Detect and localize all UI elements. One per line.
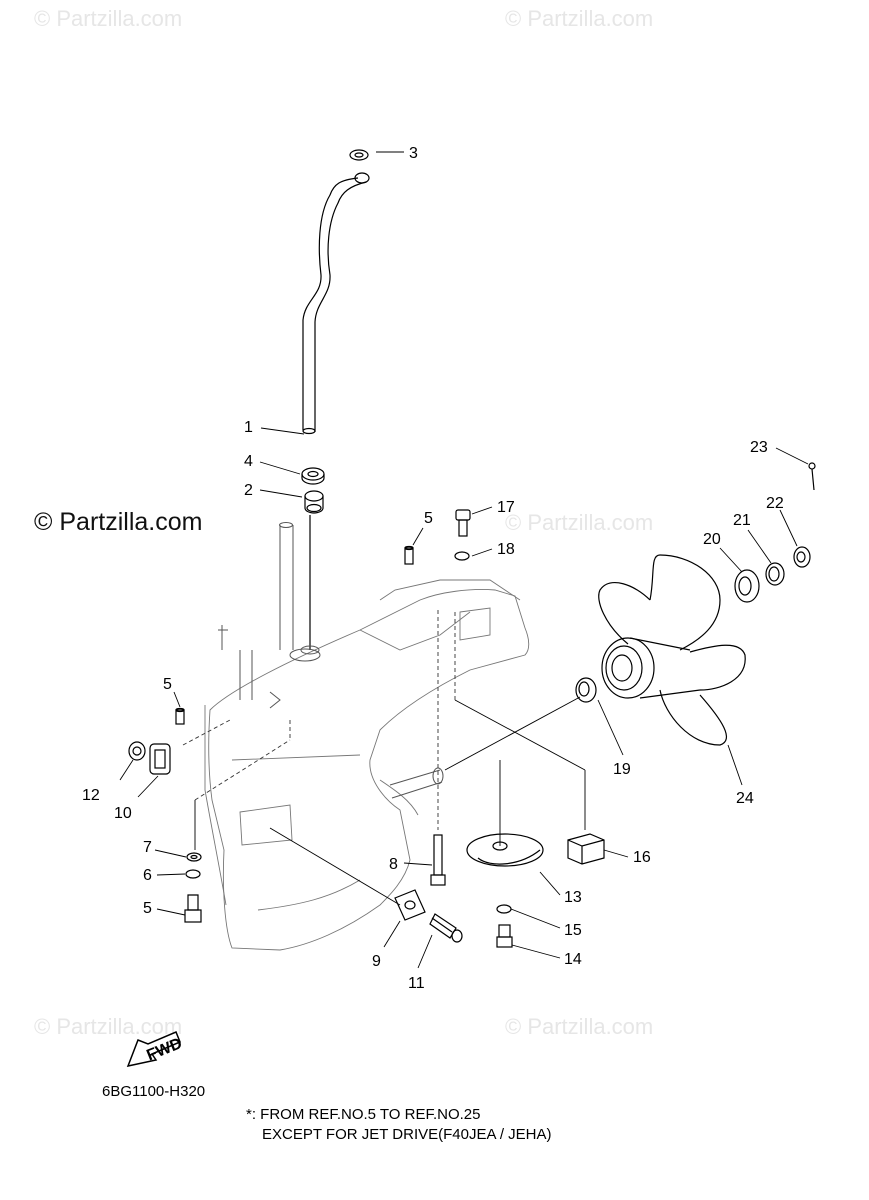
part-15-bolt	[496, 924, 513, 948]
part-11-grommet	[149, 743, 171, 775]
callout-6: 5	[143, 900, 152, 917]
propeller-shaft	[389, 767, 444, 799]
part-22-washer	[765, 562, 785, 586]
callout-14: 13	[564, 889, 582, 906]
callout-23: 22	[766, 495, 784, 512]
note-line-1: *: FROM REF.NO.5 TO REF.NO.25	[246, 1106, 481, 1123]
part-9-bolt	[430, 834, 446, 886]
part-18-bolt	[455, 509, 471, 537]
callout-1: 1	[244, 419, 253, 436]
callout-21: 20	[703, 531, 721, 548]
part-10-grommet	[394, 889, 426, 921]
callout-8: 7	[143, 839, 152, 856]
part-24-cotter-pin	[808, 462, 816, 491]
callout-18: 17	[497, 499, 515, 516]
part-4-grommet	[301, 467, 325, 485]
note-line-2: EXCEPT FOR JET DRIVE(F40JEA / JEHA)	[262, 1126, 552, 1143]
watermark-top-right: © Partzilla.com	[505, 6, 654, 31]
callout-4: 4	[244, 453, 253, 470]
watermark-top-left: © Partzilla.com	[34, 6, 183, 31]
part-8-washer	[186, 852, 202, 862]
callout-2: 2	[244, 482, 253, 499]
callout-3: 3	[409, 145, 418, 162]
part-6-bolt	[184, 894, 202, 923]
part-21-spacer	[734, 569, 760, 603]
part-5-dowel-left	[175, 707, 185, 725]
fwd-label: FWD	[144, 1035, 184, 1064]
drive-shaft	[218, 522, 321, 709]
callout-22: 21	[733, 512, 751, 529]
callout-7: 6	[143, 867, 152, 884]
part-14-trim-tab	[466, 833, 544, 867]
part-12-screw	[429, 913, 463, 943]
part-23-nut	[793, 546, 811, 568]
callout-20: 19	[613, 761, 631, 778]
callout-13: 12	[82, 787, 100, 804]
watermark-dark-left: © Partzilla.com	[34, 508, 203, 536]
part-19-washer	[454, 551, 470, 561]
callout-25: 24	[736, 790, 754, 807]
part-7-lockwasher	[185, 869, 201, 879]
callout-5-top: 5	[424, 510, 433, 527]
watermark-bottom-right: © Partzilla.com	[505, 1014, 654, 1039]
part-13-nut	[128, 741, 146, 761]
callout-5-left: 5	[163, 676, 172, 693]
part-20-thrust-washer	[575, 677, 597, 703]
diagram-code: 6BG1100-H320	[102, 1083, 206, 1100]
callout-9: 8	[389, 856, 398, 873]
callout-17: 16	[633, 849, 651, 866]
callout-19: 18	[497, 541, 515, 558]
watermark-mid: © Partzilla.com	[505, 510, 654, 535]
part-3-grommet	[349, 149, 369, 161]
lower-case	[204, 579, 530, 951]
part-5-dowel-top	[404, 545, 414, 565]
callout-15: 14	[564, 951, 582, 968]
callout-12: 11	[408, 975, 425, 992]
callout-11: 10	[114, 805, 132, 822]
part-2-seal	[304, 490, 324, 514]
part-1-water-tube	[302, 172, 370, 435]
part-16-washer	[496, 904, 512, 914]
part-25-propeller	[598, 554, 746, 746]
callout-10: 9	[372, 953, 381, 970]
callout-24: 23	[750, 439, 768, 456]
watermark-bottom-left: © Partzilla.com	[34, 1014, 183, 1039]
part-17-anode	[567, 833, 605, 865]
callout-16: 15	[564, 922, 582, 939]
fwd-arrow-icon	[126, 1031, 181, 1068]
